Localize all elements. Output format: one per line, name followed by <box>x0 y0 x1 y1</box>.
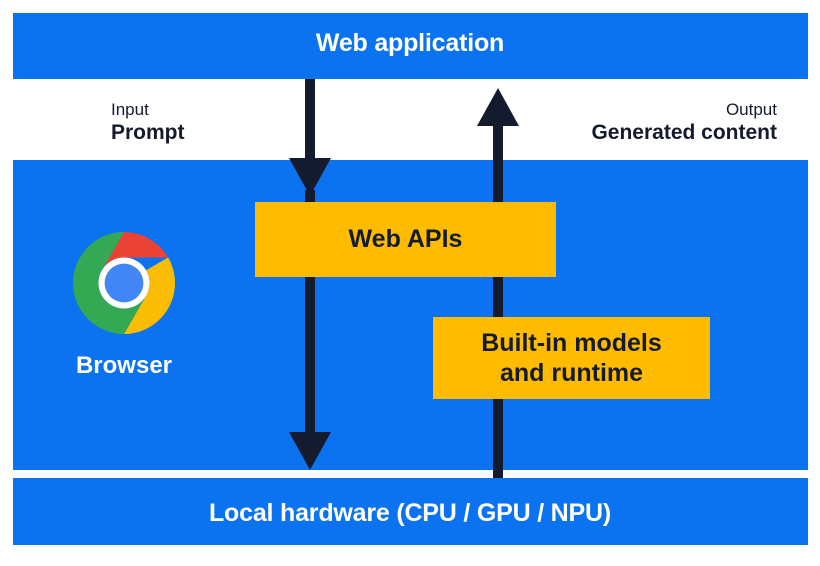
arrow-down-icon <box>289 432 331 470</box>
browser-block: Browser <box>73 232 175 380</box>
band-local-hardware <box>13 478 808 545</box>
local-hardware-label: Local hardware (CPU / GPU / NPU) <box>208 499 611 527</box>
box-builtin-models-line1: Built-in models <box>481 328 662 357</box>
input-arrow-shaft-upper <box>305 79 315 165</box>
output-arrow-shaft <box>493 124 503 478</box>
box-builtin-models-line2: and runtime <box>499 359 644 387</box>
output-kicker: Output <box>725 100 777 119</box>
edge-label-output: Output Generated content <box>591 99 777 147</box>
input-value: Prompt <box>111 121 185 145</box>
box-web-apis-label: Web APIs <box>348 225 463 254</box>
box-builtin-models-label: Built-in models and runtime <box>481 328 662 389</box>
input-arrow-shaft-lower <box>305 190 315 432</box>
box-builtin-models[interactable]: Built-in models and runtime <box>433 317 710 399</box>
chrome-logo-icon <box>73 232 175 334</box>
web-application-label: Web application <box>315 29 505 57</box>
browser-caption: Browser <box>75 352 173 379</box>
output-value: Generated content <box>591 121 777 145</box>
box-web-apis[interactable]: Web APIs <box>255 202 556 277</box>
input-kicker: Input <box>111 100 149 119</box>
edge-label-input: Input Prompt <box>111 99 185 147</box>
arrow-up-icon <box>477 88 519 126</box>
arrow-down-icon <box>289 158 331 196</box>
band-web-application <box>13 13 808 79</box>
